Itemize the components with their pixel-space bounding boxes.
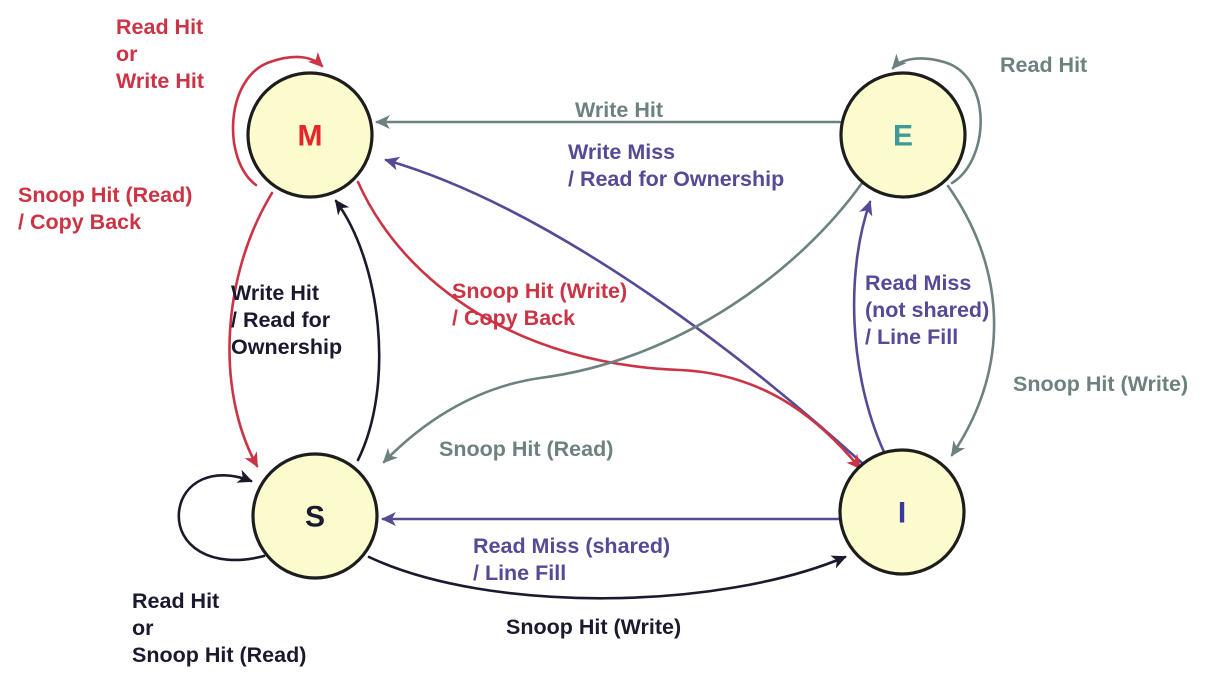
edge-e-to-s	[382, 181, 864, 464]
state-circle-i[interactable]	[838, 448, 966, 576]
edge-e-to-i	[946, 184, 996, 457]
state-circle-s[interactable]	[251, 452, 379, 580]
edge-label-m-to-s: Snoop Hit (Read)/ Copy Back	[18, 183, 192, 234]
edge-label-e-to-s: Snoop Hit (Read)	[439, 437, 613, 461]
state-label-e: E	[893, 120, 913, 153]
state-node-e[interactable]: E	[839, 71, 967, 199]
edge-s-self	[177, 469, 266, 562]
edge-label-i-to-e: Read Miss(not shared)/ Line Fill	[865, 271, 989, 349]
edge-s-to-i	[367, 555, 847, 600]
state-node-i[interactable]: I	[838, 448, 966, 576]
state-circle-m[interactable]	[246, 71, 374, 199]
edge-label-s-to-i: Snoop Hit (Write)	[506, 615, 681, 639]
states-layer: M E S I	[246, 71, 967, 580]
state-circle-e[interactable]	[839, 71, 967, 199]
state-node-m[interactable]: M	[246, 71, 374, 199]
edge-s-to-m	[334, 199, 381, 462]
edge-m-self	[231, 51, 324, 187]
edge-m-to-i	[356, 180, 862, 470]
state-label-s: S	[305, 501, 325, 534]
edge-i-to-e	[852, 200, 886, 454]
state-label-i: I	[898, 497, 906, 530]
edge-m-to-s	[228, 191, 274, 468]
edge-label-i-to-s: Read Miss (shared)/ Line Fill	[473, 534, 670, 585]
edge-label-i-to-m: Write Miss/ Read for Ownership	[568, 140, 784, 191]
edge-label-e-to-i: Snoop Hit (Write)	[1013, 372, 1188, 396]
edge-label-e-self: Read Hit	[1000, 53, 1087, 77]
edge-label-e-to-m: Write Hit	[575, 98, 663, 122]
edges-layer	[177, 51, 996, 600]
state-label-m: M	[298, 120, 323, 153]
edge-e-self	[891, 53, 982, 185]
edge-label-m-to-i: Snoop Hit (Write)/ Copy Back	[452, 279, 627, 330]
state-node-s[interactable]: S	[251, 452, 379, 580]
